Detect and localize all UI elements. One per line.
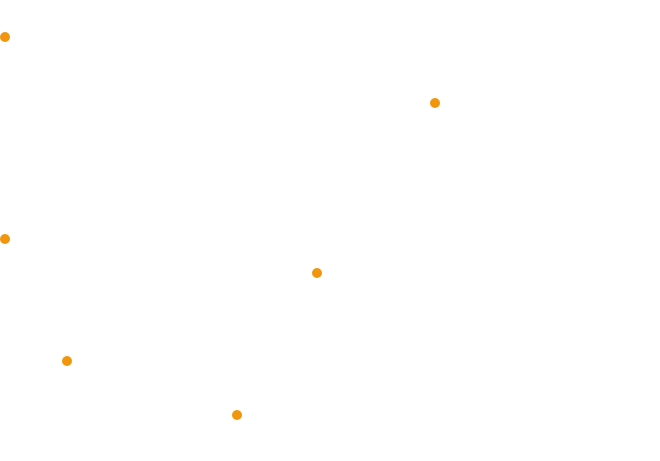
orange-dot-marker[interactable] bbox=[0, 32, 10, 42]
orange-dot-marker[interactable] bbox=[62, 356, 72, 366]
orange-dot-marker[interactable] bbox=[312, 268, 322, 278]
orange-dot-marker[interactable] bbox=[0, 234, 10, 244]
orange-dot-marker[interactable] bbox=[232, 410, 242, 420]
orange-dot-marker[interactable] bbox=[430, 98, 440, 108]
